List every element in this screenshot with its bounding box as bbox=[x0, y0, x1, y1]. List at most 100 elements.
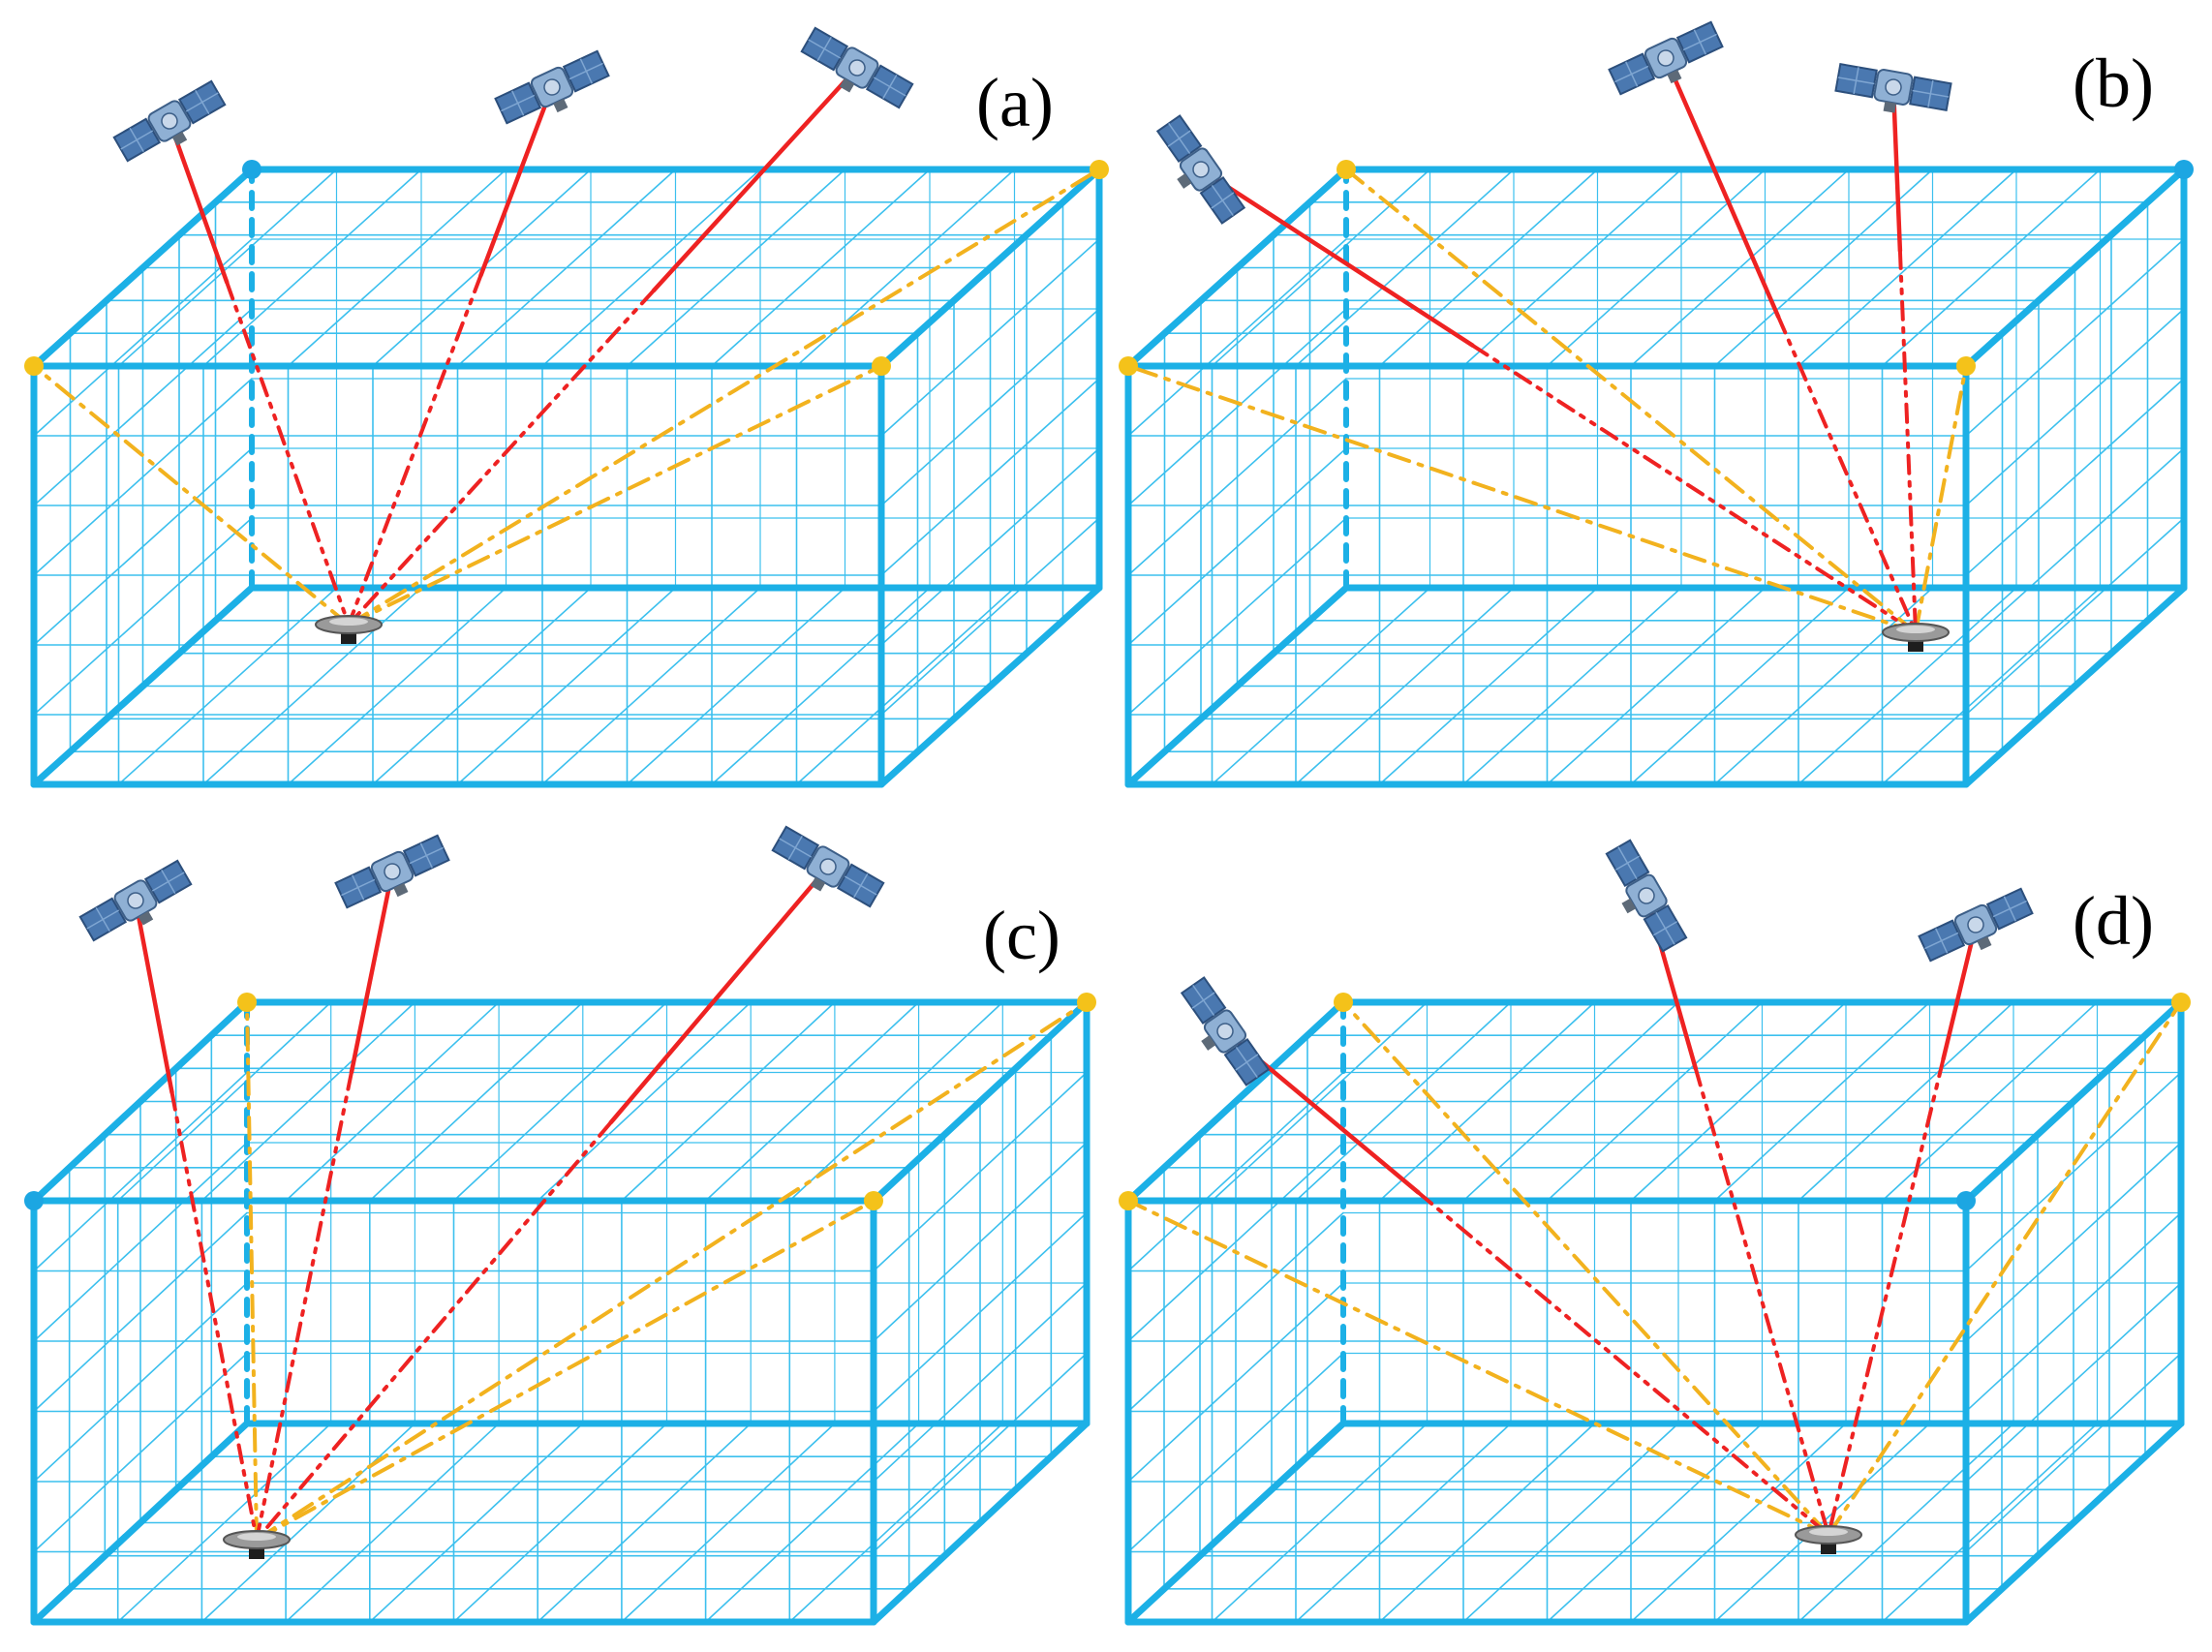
vertex-markers bbox=[1119, 993, 2191, 1210]
grid-line bbox=[33, 308, 253, 506]
vertex-line bbox=[1344, 168, 1918, 634]
satellite-antenna bbox=[393, 882, 409, 898]
satellite-icon bbox=[771, 825, 885, 908]
grid-line bbox=[873, 1282, 1088, 1483]
box-edge bbox=[1124, 998, 1347, 1205]
vertex-markers bbox=[24, 160, 1109, 376]
panel-seam bbox=[1625, 61, 1639, 87]
box-edge bbox=[1124, 584, 1350, 788]
signal-line-dashed bbox=[1470, 343, 1918, 634]
satellite-antenna bbox=[1201, 1035, 1216, 1051]
receiver-highlight bbox=[329, 618, 368, 626]
satellite-icon bbox=[800, 26, 914, 109]
satellite-core bbox=[384, 863, 401, 880]
satellite-icon bbox=[1155, 114, 1246, 225]
vertex-line bbox=[1341, 1000, 1830, 1537]
box-edge bbox=[1962, 998, 2185, 1205]
panel-d: (d) bbox=[1119, 839, 2191, 1626]
box-frame bbox=[30, 998, 1091, 1626]
panel-a: (a) bbox=[24, 26, 1109, 788]
vertex-line bbox=[1126, 1199, 1830, 1537]
panel-c-label: (c) bbox=[983, 897, 1060, 974]
panel-seam bbox=[579, 58, 593, 84]
satellite-icon bbox=[112, 79, 227, 163]
panel-seam bbox=[2003, 896, 2016, 922]
grid-line bbox=[33, 517, 253, 716]
grid-line bbox=[1965, 1211, 2182, 1413]
box-edge bbox=[30, 166, 256, 370]
satellite-core bbox=[1216, 1023, 1234, 1040]
voxel-grid bbox=[33, 168, 1100, 785]
vertex-line bbox=[255, 1000, 1089, 1542]
vertex-marker bbox=[1077, 993, 1096, 1012]
panel-seam bbox=[1693, 29, 1706, 55]
box-edge bbox=[30, 584, 256, 788]
grid-line bbox=[33, 1211, 248, 1413]
panel-seam bbox=[195, 90, 210, 114]
panel-a-drawing bbox=[24, 26, 1109, 788]
grid-line bbox=[1127, 378, 1347, 576]
satellite-icon bbox=[1608, 20, 1724, 96]
panel-seam bbox=[1653, 921, 1677, 936]
satellite-core bbox=[848, 59, 866, 76]
grid-line bbox=[1127, 1142, 1344, 1342]
vertex-line bbox=[1914, 364, 1968, 634]
grid-line bbox=[880, 378, 1100, 576]
vertex-marker bbox=[1090, 160, 1109, 179]
grid-line bbox=[873, 1142, 1088, 1342]
panel-seam bbox=[816, 37, 832, 61]
signal-line-dashed bbox=[255, 1070, 353, 1542]
satellite-core bbox=[543, 78, 561, 96]
grid-line bbox=[1965, 378, 2185, 576]
panel-seam bbox=[1853, 67, 1859, 95]
panel-seam bbox=[1615, 855, 1640, 871]
satellite-core bbox=[1657, 49, 1674, 67]
box-edge bbox=[877, 584, 1103, 788]
grid-line bbox=[880, 447, 1100, 646]
grid-line bbox=[1127, 447, 1347, 646]
panel-seam bbox=[161, 870, 176, 894]
grid-line bbox=[33, 238, 253, 437]
grid-line bbox=[880, 517, 1100, 716]
grid-line bbox=[1127, 1071, 1344, 1272]
signal-line-solid bbox=[167, 118, 230, 285]
grid-line bbox=[1965, 238, 2185, 437]
vertex-marker bbox=[2174, 160, 2194, 179]
grid-line bbox=[1127, 1282, 1344, 1483]
signal-line-solid bbox=[1663, 55, 1781, 320]
voxel-grid bbox=[1127, 1001, 2182, 1623]
vertex-lines bbox=[1126, 1000, 2183, 1537]
satellite-icon bbox=[494, 49, 610, 125]
satellite-icon bbox=[1180, 976, 1271, 1086]
vertex-marker bbox=[872, 356, 891, 376]
box-frame bbox=[30, 166, 1103, 788]
signal-lines bbox=[133, 864, 831, 1542]
panel-d-label: (d) bbox=[2073, 882, 2154, 960]
signal-line-solid bbox=[1941, 922, 1979, 1061]
vertex-markers bbox=[1119, 160, 2194, 376]
vertex-marker bbox=[2171, 993, 2191, 1012]
satellite-core bbox=[1192, 161, 1210, 178]
box-edge bbox=[877, 166, 1103, 370]
panel-seam bbox=[853, 873, 869, 898]
gnss-receiver-icon bbox=[223, 1530, 291, 1559]
box-edge bbox=[30, 998, 251, 1205]
grid-line bbox=[33, 447, 253, 646]
panel-seam bbox=[419, 842, 433, 869]
satellite-antenna bbox=[839, 77, 855, 93]
signal-line-dashed bbox=[1776, 314, 1918, 634]
satellite-antenna bbox=[171, 131, 188, 146]
signal-line-dashed bbox=[1693, 1066, 1830, 1537]
grid-line bbox=[33, 1282, 248, 1483]
signal-line-solid bbox=[478, 84, 555, 278]
voxel-grid bbox=[1127, 168, 2185, 785]
signal-line-solid bbox=[133, 898, 174, 1095]
vertex-line bbox=[347, 168, 1101, 627]
signal-line-dashed bbox=[225, 280, 351, 627]
panel-c: (c) bbox=[24, 825, 1096, 1626]
signal-line-dashed bbox=[1416, 1190, 1830, 1537]
grid-line bbox=[1965, 1282, 2182, 1483]
grid-line bbox=[33, 378, 253, 576]
panel-seam bbox=[511, 90, 525, 116]
satellite-core bbox=[819, 858, 837, 875]
